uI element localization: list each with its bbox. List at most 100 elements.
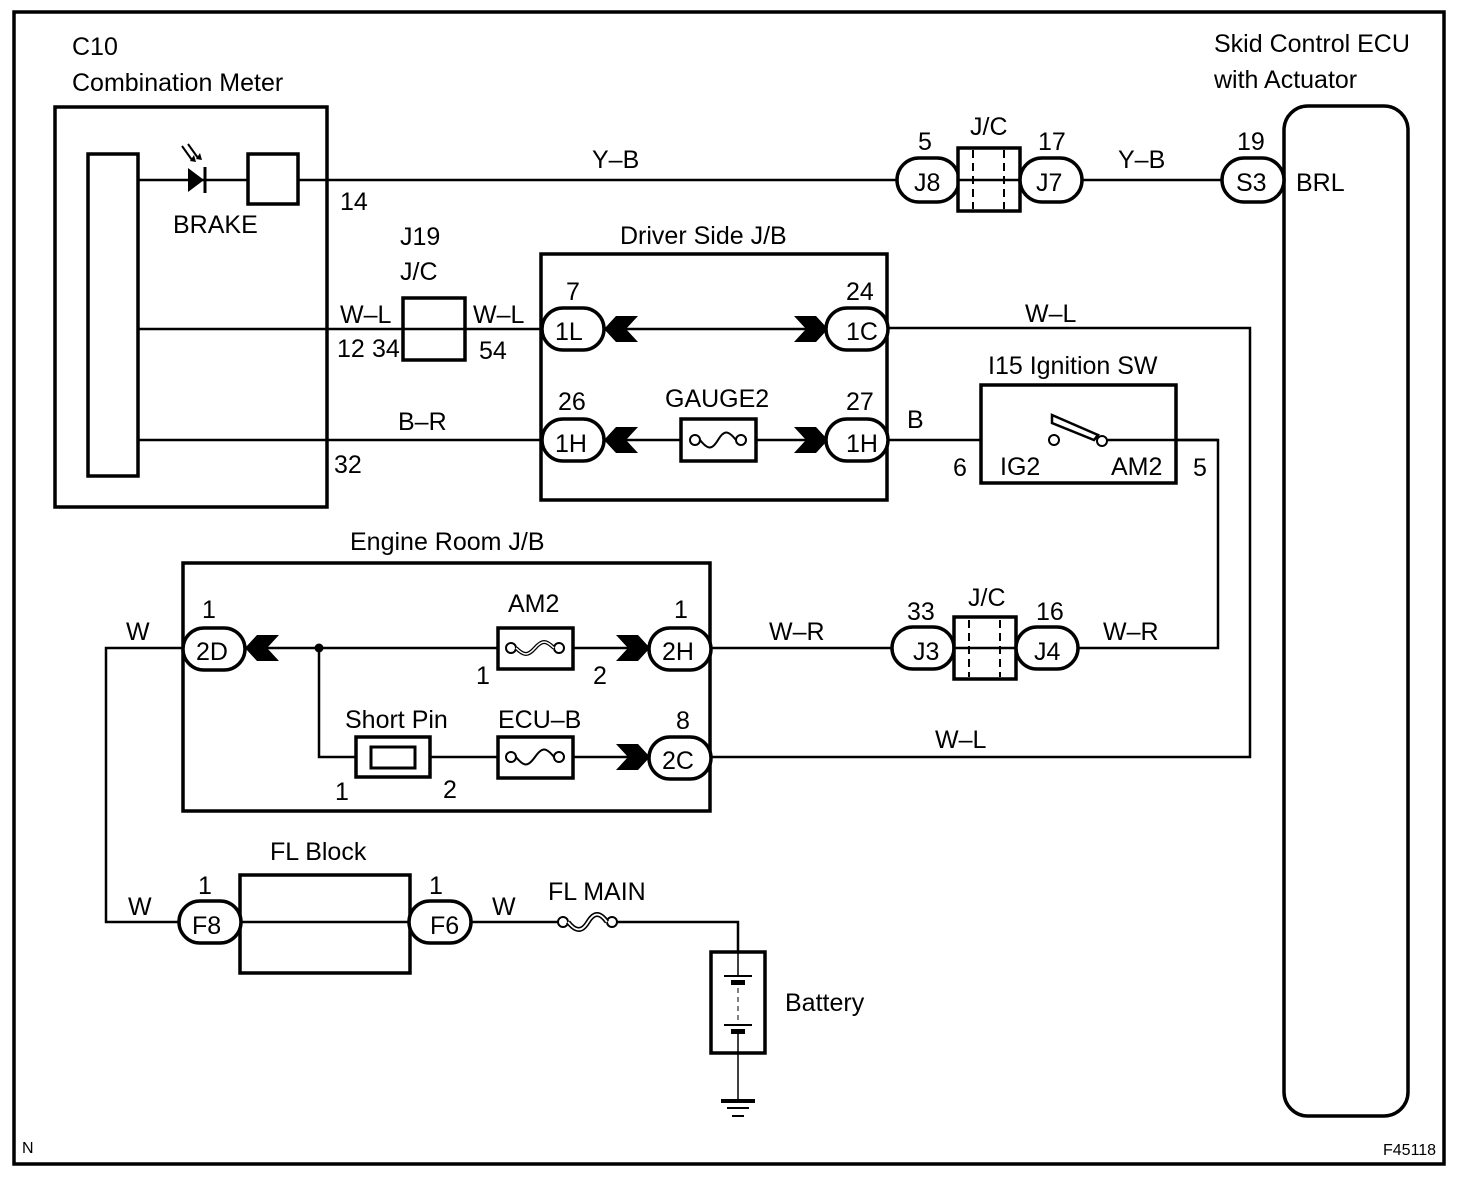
driver-jb-box <box>539 252 889 502</box>
engine-jb-box <box>181 561 712 813</box>
wire-label-wr-2: W–R <box>1103 618 1159 646</box>
fuse-icon <box>505 748 565 766</box>
connector-1h-right-label: 1H <box>846 430 878 458</box>
fl-block-box <box>238 873 412 975</box>
wire-label-wl-1: W–L <box>340 301 392 329</box>
ignition-pin-5: 5 <box>1193 454 1207 482</box>
connector-j3-label: J3 <box>913 638 939 666</box>
am2-pin-1: 1 <box>476 662 490 690</box>
fuse-ecub-label: ECU–B <box>498 706 581 734</box>
fl-block-right-pin: 1 <box>429 872 443 900</box>
skid-control-ecu: Skid Control ECU with Actuator 19 S3 BRL <box>1213 30 1410 1118</box>
driver-jb-pin-7: 7 <box>566 278 580 306</box>
short-pin-icon <box>369 745 417 770</box>
fuse-am2-label: AM2 <box>508 590 559 618</box>
junction-connector-j19: J19 J/C W–L 34 W–L 54 <box>327 223 542 365</box>
diagram-frame <box>12 10 1446 1166</box>
wire-label-wr-1: W–R <box>769 618 825 646</box>
wire-label-yb-1: Y–B <box>592 146 639 174</box>
connector-j8-label: J8 <box>914 169 940 197</box>
ignition-term-am2: AM2 <box>1111 453 1162 481</box>
figure-id: F45118 <box>1383 1142 1436 1159</box>
wire-label-w-3: W <box>492 893 516 921</box>
ecu-pin-19: 19 <box>1237 128 1265 156</box>
meter-bus-bar <box>86 152 140 478</box>
j19-code: J19 <box>400 223 440 251</box>
fl-block-left-pin: 1 <box>198 872 212 900</box>
driver-side-jb: Driver Side J/B 7 1L 24 1C 26 1H GAUGE2 … <box>539 222 890 502</box>
driver-jb-pin-24: 24 <box>846 278 874 306</box>
female-terminal-icon <box>604 316 638 342</box>
battery: Battery <box>709 950 865 1117</box>
jc-top-left-pin: 5 <box>918 128 932 156</box>
pin-14: 14 <box>340 188 368 216</box>
wire-label-wl-2: W–L <box>473 301 525 329</box>
j19-pin-54: 54 <box>479 337 507 365</box>
fl-block: FL Block 1 1 F8 F6 <box>177 838 473 975</box>
driver-jb-pin-27: 27 <box>846 388 874 416</box>
jc-mid-left-pin: 33 <box>907 598 935 626</box>
ecu-name-2: with Actuator <box>1213 66 1357 94</box>
ground-icon <box>721 1099 755 1117</box>
wire-label-br: B–R <box>398 408 447 436</box>
fl-main-label: FL MAIN <box>548 878 646 906</box>
engine-jb-pin-1-2d: 1 <box>202 596 216 624</box>
connector-1l-label: 1L <box>555 318 583 346</box>
connector-j7-label: J7 <box>1036 169 1062 197</box>
brake-lamp-box <box>246 152 300 206</box>
jc-top-label: J/C <box>970 113 1008 141</box>
connector-1c-label: 1C <box>846 318 878 346</box>
connector-f8-label: F8 <box>192 912 221 940</box>
combination-meter: C10 Combination Meter BRAKE 14 12 32 <box>53 33 368 509</box>
corner-mark: N <box>22 1140 34 1157</box>
junction-connector-top: J/C 5 17 J8 J7 <box>895 113 1084 213</box>
jc-mid-label: J/C <box>968 584 1006 612</box>
connector-f8 <box>177 899 243 945</box>
connector-2h-label: 2H <box>662 638 694 666</box>
pin-32: 32 <box>334 451 362 479</box>
pin-12: 12 <box>337 335 365 363</box>
battery-icon <box>724 975 752 1034</box>
ignition-sw-name: I15 Ignition SW <box>988 352 1158 380</box>
meter-code: C10 <box>72 33 118 61</box>
fl-block-name: FL Block <box>270 838 367 866</box>
female-terminal-icon <box>604 427 638 453</box>
wire-label-b: B <box>907 406 924 434</box>
short-pin-1: 1 <box>335 778 349 806</box>
connector-s3 <box>1220 156 1286 204</box>
ecu-name-1: Skid Control ECU <box>1214 30 1410 58</box>
ignition-switch: I15 Ignition SW IG2 AM2 6 5 <box>953 352 1218 485</box>
male-terminal-icon <box>794 316 828 342</box>
ecu-box <box>1282 104 1410 1118</box>
engine-room-jb: Engine Room J/B 1 2D AM2 1 2 1 2H Short … <box>181 528 713 813</box>
am2-pin-2: 2 <box>593 662 607 690</box>
engine-jb-pin-1-2h: 1 <box>674 596 688 624</box>
jc-top-right-pin: 17 <box>1038 128 1066 156</box>
driver-jb-name: Driver Side J/B <box>620 222 787 250</box>
driver-jb-pin-26: 26 <box>558 388 586 416</box>
ignition-term-ig2: IG2 <box>1000 453 1040 481</box>
wire-label-wl-4: W–L <box>935 726 987 754</box>
engine-jb-name: Engine Room J/B <box>350 528 545 556</box>
wire-label-yb-2: Y–B <box>1118 146 1165 174</box>
meter-name: Combination Meter <box>72 69 283 97</box>
brake-label: BRAKE <box>173 211 258 239</box>
male-terminal-icon <box>616 744 650 770</box>
fusible-link-icon <box>557 912 618 932</box>
wire-label-w-2: W <box>128 893 152 921</box>
junction-connector-mid: J/C 33 16 J3 J4 <box>890 584 1080 681</box>
fuse-gauge2-label: GAUGE2 <box>665 385 769 413</box>
connector-2c-label: 2C <box>662 747 694 775</box>
wire-label-w-1: W <box>126 618 150 646</box>
j19-label: J/C <box>400 258 438 286</box>
wire-label-wl-3: W–L <box>1025 300 1077 328</box>
switch-icon <box>1048 413 1108 447</box>
led-icon <box>181 143 207 193</box>
male-terminal-icon <box>794 427 828 453</box>
short-pin-2: 2 <box>443 776 457 804</box>
battery-label: Battery <box>785 989 865 1017</box>
connector-2d-label: 2D <box>196 638 228 666</box>
connector-2c <box>647 735 713 781</box>
fuse-icon <box>689 431 747 449</box>
ecu-terminal-brl: BRL <box>1296 169 1345 197</box>
